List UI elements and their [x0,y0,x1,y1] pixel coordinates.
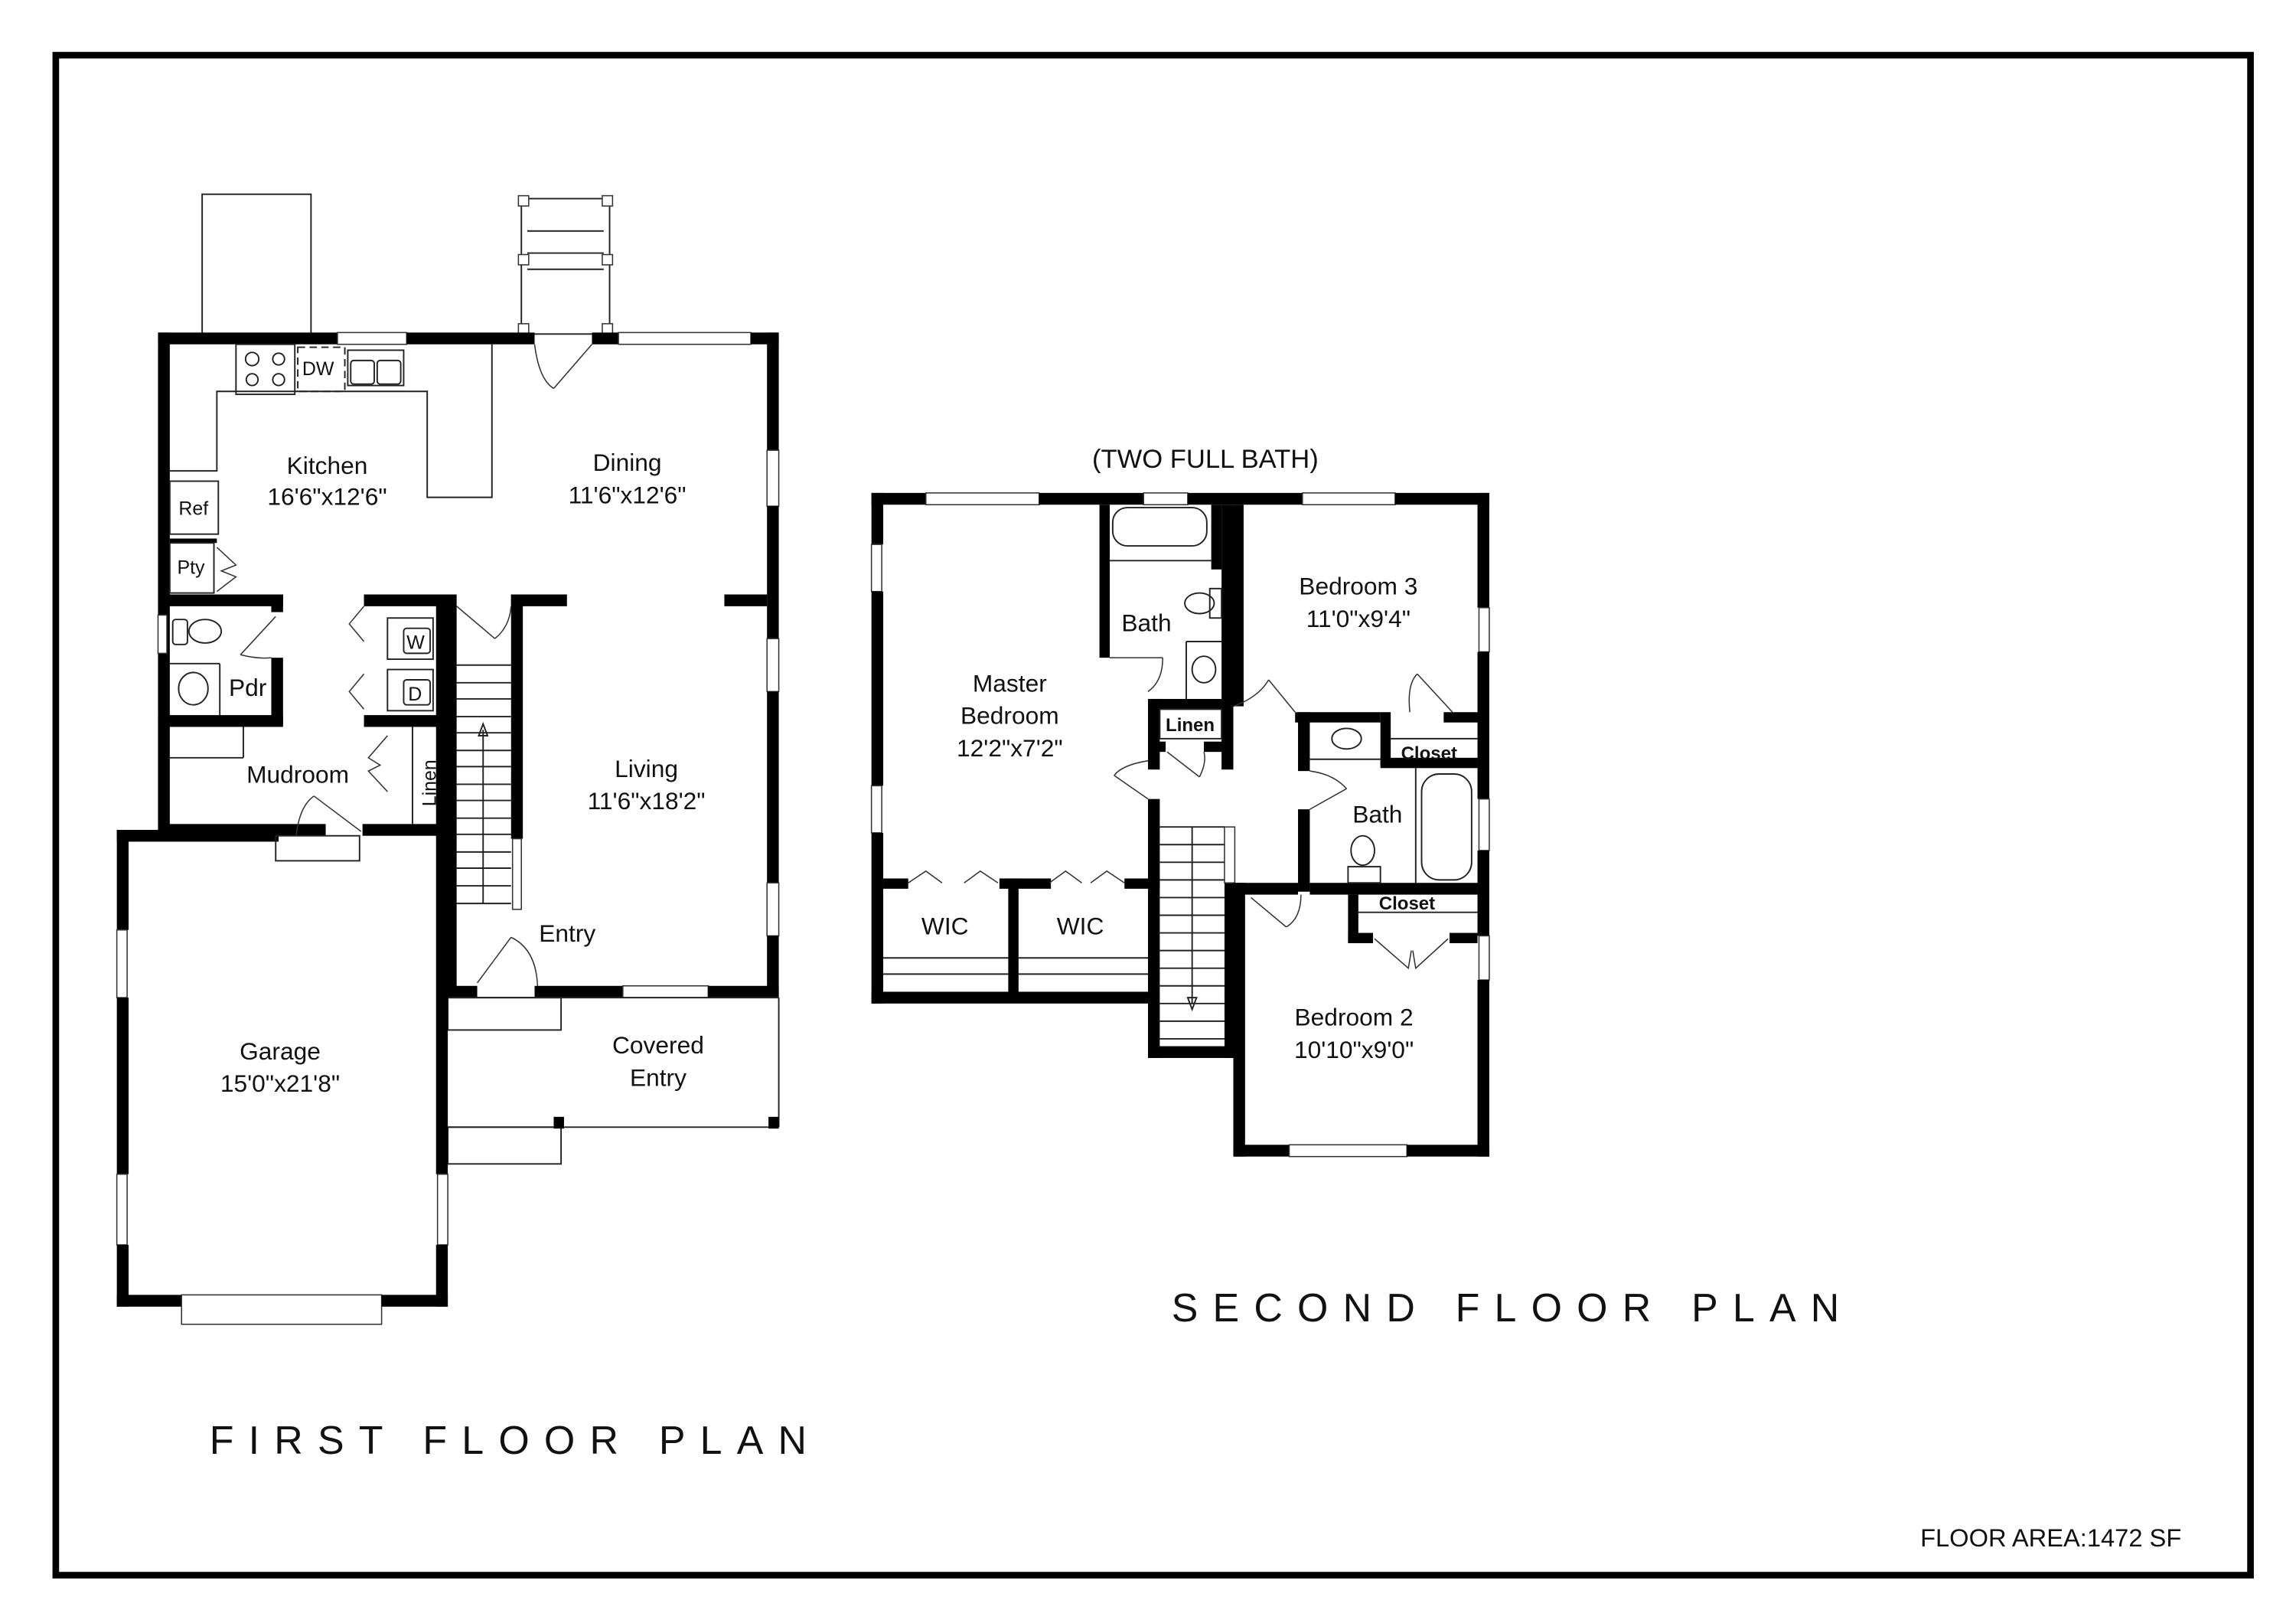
first-floor-plan: DW Ref Pty Kitchen 16'6"x12'6" Dining 11… [116,193,821,1462]
wic-2-label: WIC [1057,912,1104,939]
sink-icon [178,671,209,706]
bedroom-2-dims: 10'10"x9'0" [1294,1036,1414,1063]
bedroom-2-label: Bedroom 2 [1295,1004,1414,1031]
dining-dims: 11'6"x12'6" [569,481,687,508]
garage-label: Garage [240,1037,321,1065]
powder-room-label: Pdr [229,674,267,701]
refrigerator-outline [168,480,220,535]
living-dims: 11'6"x18'2" [588,787,706,815]
dining-label: Dining [593,449,662,476]
master-bedroom-label-1: Master [973,669,1047,697]
hall-bath-label: Bath [1352,800,1402,828]
toilet-icon [188,619,223,644]
second-floor-title: SECOND FLOOR PLAN [1172,1285,1854,1330]
sink-icon [1191,655,1217,684]
master-bedroom-dims: 12'2"x7'2" [957,734,1063,762]
living-label: Living [615,755,678,782]
linen-label: Linen [419,759,441,806]
wic-1-label: WIC [921,912,969,939]
stairs-down [1159,826,1225,1040]
rear-deck [517,194,614,335]
stove-icon [235,343,296,396]
closet-b2-label: Closet [1379,893,1435,914]
washer-label: W [406,632,425,654]
kitchen-dims: 16'6"x12'6" [267,482,386,510]
dryer-label: D [408,684,422,705]
closet-b3-label: Closet [1401,743,1457,764]
master-linen-label: Linen [1166,715,1215,736]
sink-icon [1331,727,1362,750]
master-bedroom-label-2: Bedroom [960,702,1059,730]
pantry-label: Pty [177,557,205,579]
covered-entry-label-1: Covered [612,1031,704,1059]
dishwasher-outline [297,346,346,393]
second-floor-plan: (TWO FULL BATH) WIC WIC Master Bedroom 1… [870,445,1854,1330]
master-bath-label: Bath [1121,609,1171,637]
dishwasher-label: DW [302,358,334,380]
mudroom-label: Mudroom [246,761,349,789]
garage-dims: 15'0"x21'8" [220,1069,340,1097]
first-floor-title: FIRST FLOOR PLAN [210,1418,821,1462]
bedroom-3-dims: 11'0"x9'4" [1306,605,1411,632]
floor-area-label: FLOOR AREA:1472 SF [1920,1523,2181,1552]
bath-count-note: (TWO FULL BATH) [1092,445,1319,474]
kitchen-label: Kitchen [287,452,368,479]
sink-icon [347,349,405,387]
toilet-icon [1184,592,1215,615]
refrigerator-label: Ref [178,498,208,520]
bedroom-3-label: Bedroom 3 [1299,573,1417,600]
chimney-outline [201,193,312,337]
stairs-up [456,664,511,905]
toilet-icon [1350,834,1375,867]
entry-label: Entry [539,919,595,947]
covered-entry-label-2: Entry [630,1063,687,1091]
sheet-border [52,51,2254,1579]
